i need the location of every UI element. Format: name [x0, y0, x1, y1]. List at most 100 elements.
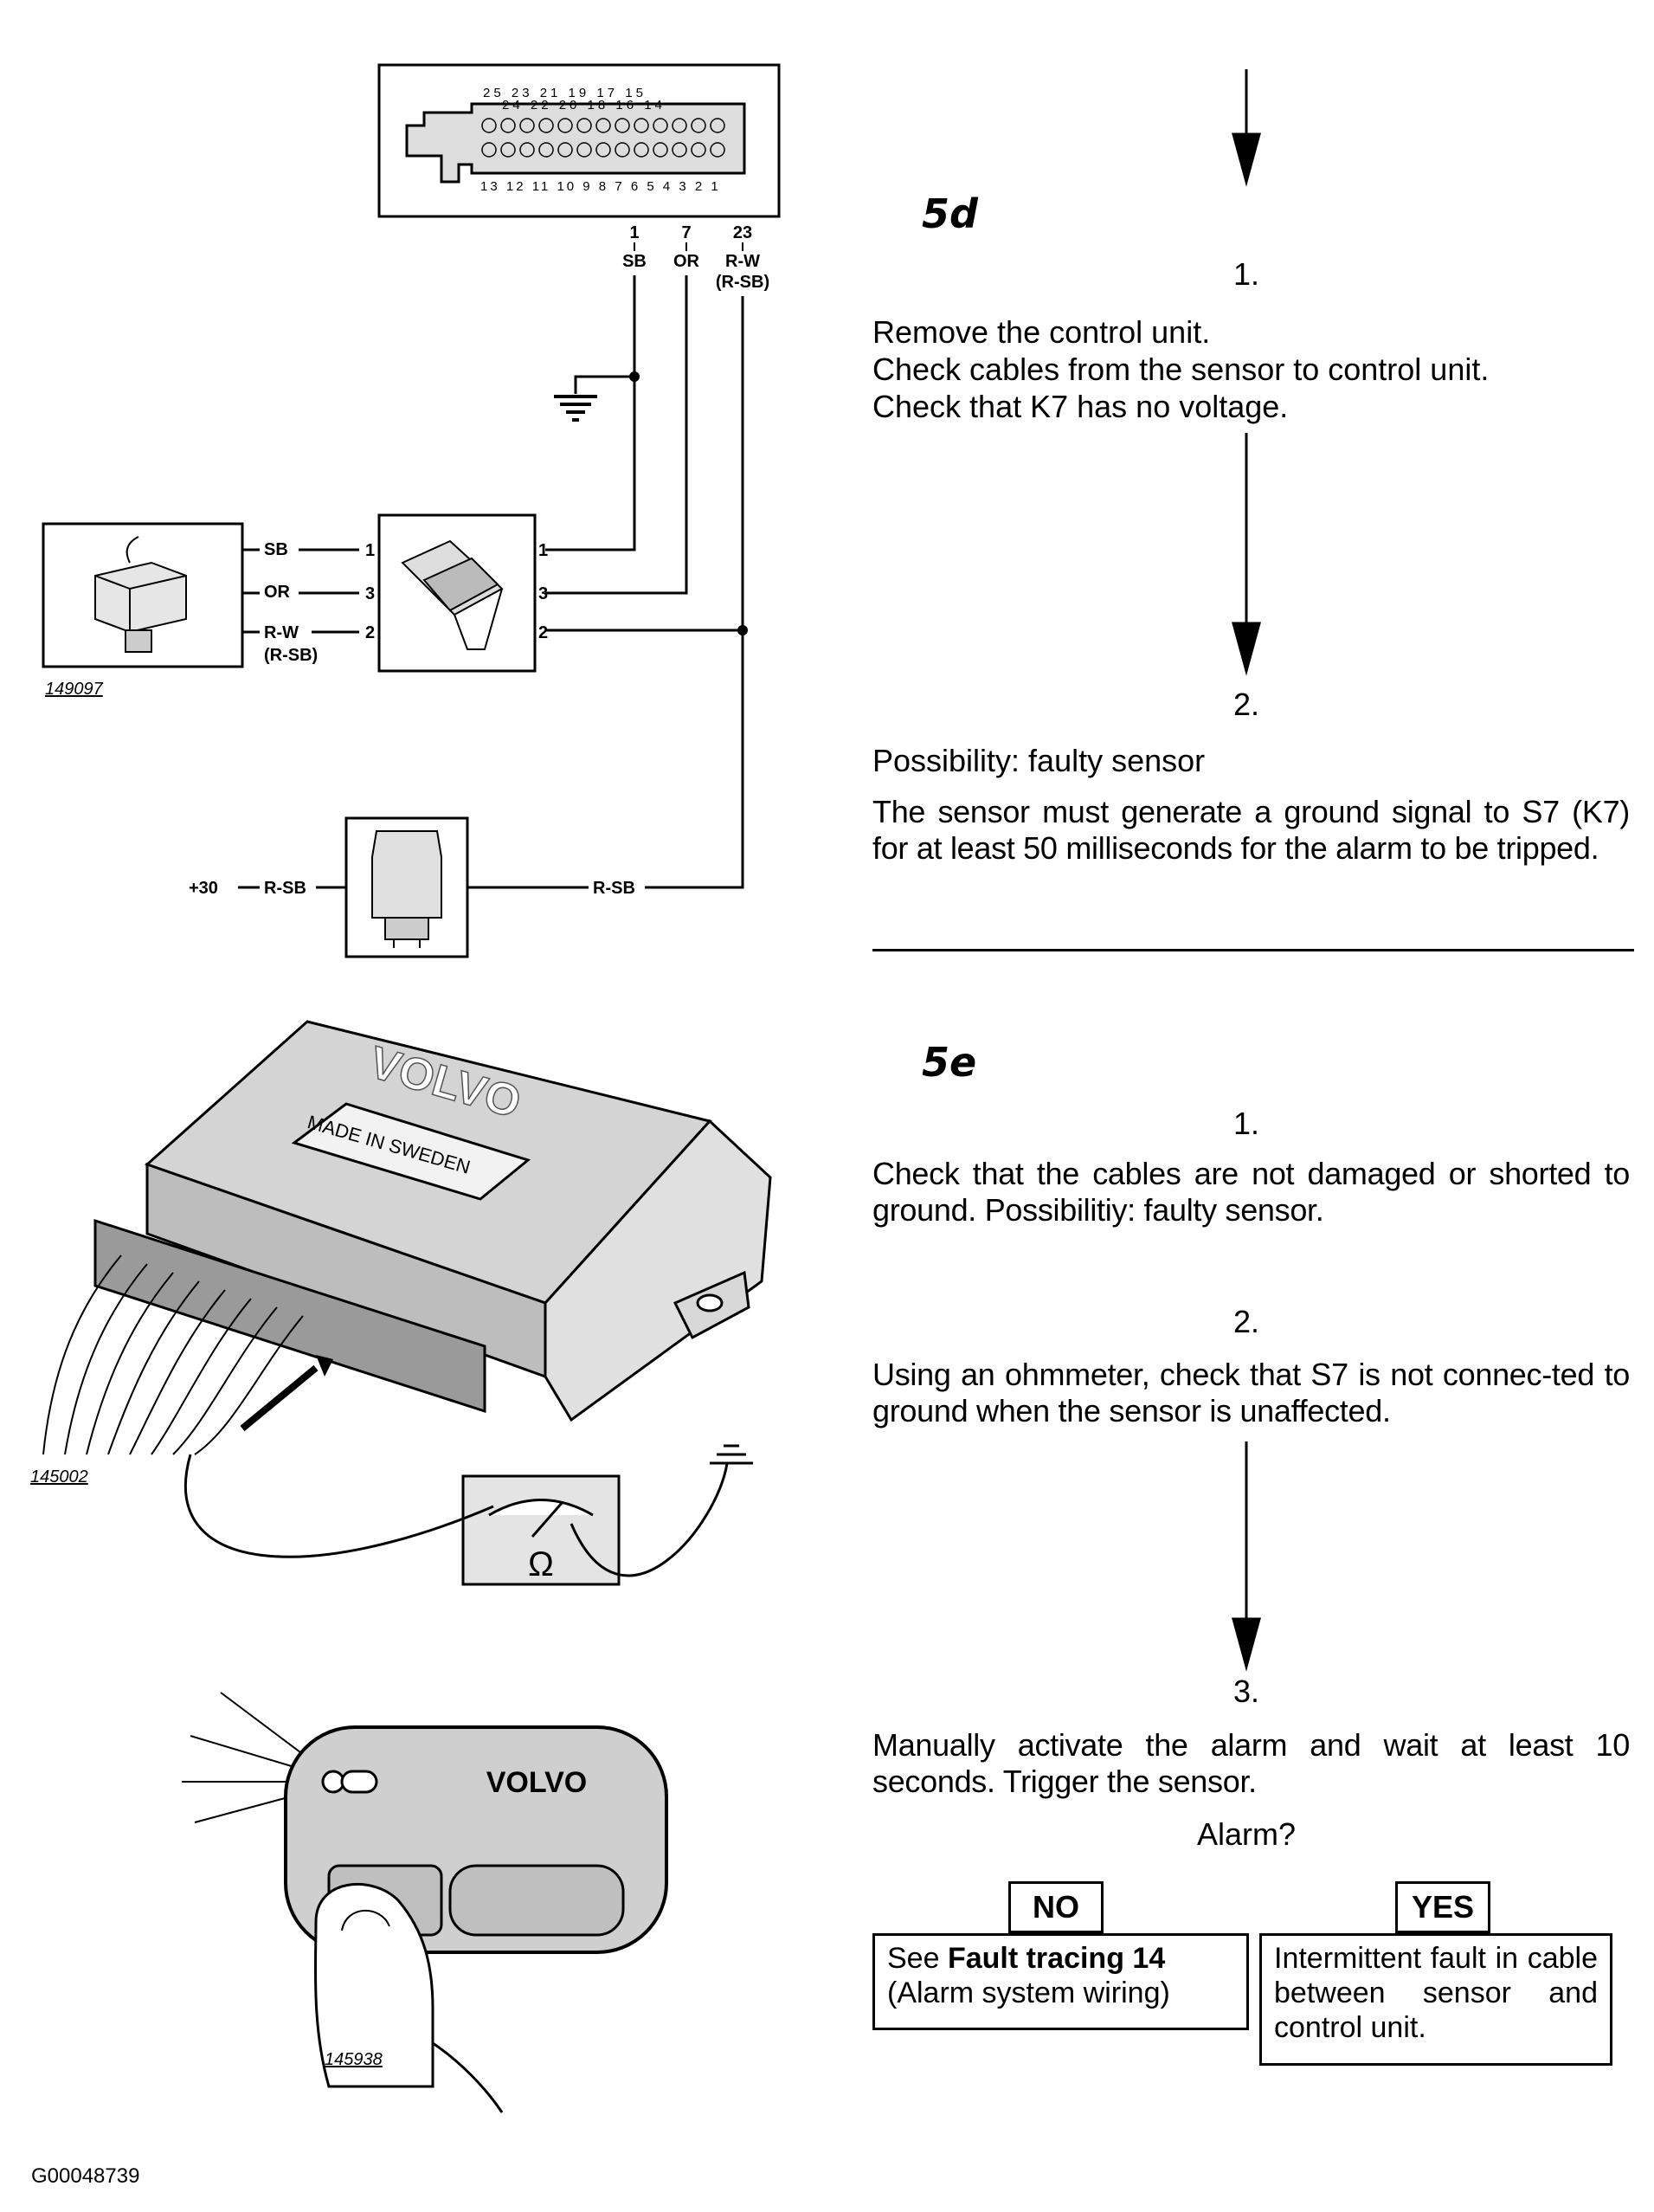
ohm-icon: Ω [528, 1545, 554, 1583]
connector-pin-hole [634, 118, 649, 133]
connector-pin-hole [672, 118, 687, 133]
connector-pin-hole [519, 142, 535, 158]
step-5d-2-number: 2. [1232, 687, 1260, 722]
sensor-wire-rsb: (R-SB) [264, 646, 318, 665]
wire-pin-23: 23 [733, 223, 752, 242]
step-5d-2-text: The sensor must generate a ground signal… [872, 794, 1630, 866]
section-5e-title: 5e [922, 1039, 977, 1086]
step-5e-3-number: 3. [1232, 1674, 1260, 1709]
sensor-pin-2: 2 [365, 623, 375, 642]
no-result-link[interactable]: Fault tracing 14 [947, 1942, 1166, 1975]
junction-dot [737, 625, 748, 635]
step-5d-1-number: 1. [1232, 256, 1260, 292]
relay-wire-left: R-SB [264, 879, 306, 898]
document-id: G00048739 [31, 2164, 140, 2188]
wire-label-or: OR [673, 252, 700, 271]
ohmmeter-leads [183, 1444, 753, 1577]
connector-pin-hole [595, 118, 611, 133]
connector-pin-2: 2 [538, 623, 548, 642]
yes-label-box: YES [1395, 1881, 1490, 1933]
no-label-box: NO [1008, 1881, 1104, 1933]
connector-pin-hole [595, 142, 611, 158]
sensor-wire-sb: SB [264, 540, 288, 559]
pin-numbers-bottom: 13 12 11 10 9 8 7 6 5 4 3 2 1 [480, 179, 721, 194]
wire-pin-7: 7 [681, 223, 691, 242]
connector-pin-hole [519, 118, 535, 133]
pin-numbers-top-even: 24 22 20 18 16 14 [502, 98, 666, 113]
connector-pin-hole [691, 118, 706, 133]
connector-pin-hole [538, 142, 554, 158]
connector-pin-hole [500, 142, 516, 158]
connector-pin-hole [710, 118, 725, 133]
step-5e-1-number: 1. [1232, 1106, 1260, 1141]
connector-plug-icon [401, 539, 504, 650]
finger [313, 1882, 434, 2088]
sensor-icon [94, 536, 187, 653]
connector-pin-hole [653, 142, 668, 158]
pin-numbers-top-odd: 25 23 21 19 17 15 [483, 86, 647, 100]
wiring-diagram: 25 23 21 19 17 15 24 22 20 18 16 14 13 1… [42, 63, 781, 958]
control-unit-label [291, 1102, 531, 1201]
step-5d-1-text: Remove the control unit. Check cables fr… [872, 314, 1490, 424]
wire-lines [545, 275, 744, 889]
insert-arrow-icon [240, 1364, 319, 1432]
connector-pin-hole [481, 142, 497, 158]
connector-pin-hole [634, 142, 649, 158]
connector-pin-hole [481, 118, 497, 133]
ground-icon [710, 1444, 753, 1465]
step-5e-2-text: Using an ohmmeter, check that S7 is not … [872, 1357, 1630, 1428]
control-unit-side [544, 1119, 772, 1422]
alarm-question: Alarm? [1196, 1816, 1297, 1852]
connector-pin-hole [576, 118, 592, 133]
no-result-box: See Fault tracing 14 (Alarm system wirin… [872, 1933, 1249, 2030]
connector-pin-hole [500, 118, 516, 133]
figure-id-149097: 149097 [45, 680, 104, 699]
wire-bundle [42, 1254, 304, 1455]
connector-pin-1: 1 [538, 541, 548, 560]
wire-label-rsb: (R-SB) [716, 273, 769, 292]
wire-pin-1: 1 [629, 223, 639, 242]
figure-id-145938: 145938 [325, 2050, 383, 2069]
sensor-pin-1: 1 [365, 541, 375, 560]
ground-icon [554, 395, 597, 422]
relay-wire-right: R-SB [593, 879, 635, 898]
connector-pin-hole [672, 142, 687, 158]
connector-pin-hole [710, 142, 725, 158]
connector-body [405, 102, 746, 184]
yes-result-text: Intermittent fault in cable between sens… [1274, 1942, 1598, 2044]
sensor-pin-3: 3 [365, 584, 375, 603]
led-icon [321, 1770, 345, 1794]
junction-dot [629, 371, 640, 382]
connector-pin-hole [653, 118, 668, 133]
connector-pin-hole [557, 118, 573, 133]
section-5d-title: 5d [922, 190, 978, 237]
step-5e-2-number: 2. [1232, 1304, 1260, 1339]
remote-button-right [448, 1864, 625, 1937]
step-5d-2-possibility: Possibility: faulty sensor [872, 743, 1206, 778]
ohmmeter [461, 1474, 621, 1586]
sensor-wire-rw: R-W [264, 623, 299, 642]
step-5e-3-text: Manually activate the alarm and wait at … [872, 1727, 1630, 1799]
connector-pin-hole [691, 142, 706, 158]
control-unit-connector [93, 1218, 486, 1414]
supply-plus30: +30 [189, 879, 218, 898]
remote-brand: VOLVO [486, 1766, 588, 1799]
wire-label-rw: R-W [725, 252, 760, 271]
connector-pin-hole [557, 142, 573, 158]
connector-pin-hole [576, 142, 592, 158]
figure-id-145002: 145002 [30, 1467, 88, 1486]
sensor-wire-or: OR [264, 583, 291, 602]
step-5e-1-text: Check that the cables are not damaged or… [872, 1156, 1630, 1228]
no-result-prefix: See [887, 1942, 948, 1975]
wire-label-sb: SB [622, 252, 647, 271]
remote-illustration: VOLVO 145938 [182, 1692, 668, 2113]
connector-pin-hole [538, 118, 554, 133]
relay-icon [371, 830, 442, 948]
control-unit-illustration: VOLVO MADE IN SWEDEN 145002 Ω [30, 1020, 772, 1586]
flow-arrows [1232, 69, 1261, 1672]
connector-pin-hole [615, 118, 630, 133]
no-result-suffix: (Alarm system wiring) [887, 1977, 1170, 2009]
section-divider [872, 949, 1634, 951]
connector-pin-grid [481, 118, 725, 158]
connector-pin-3: 3 [538, 584, 548, 603]
